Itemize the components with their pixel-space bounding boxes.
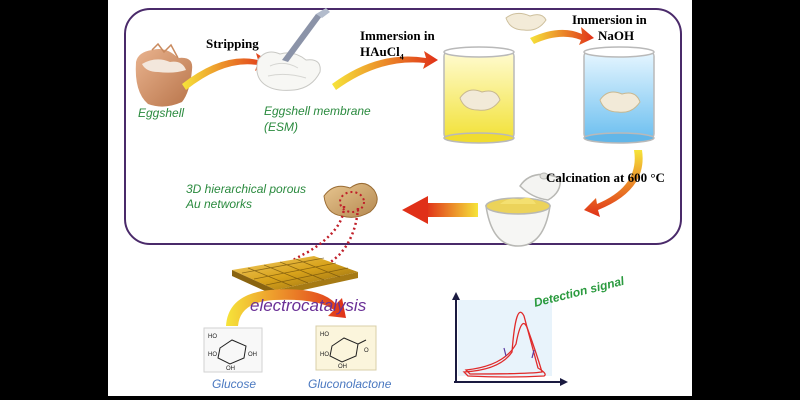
beaker-haucl4 — [443, 46, 515, 144]
label-glucose: Glucose — [212, 377, 257, 391]
label-esm-line1: Eggshell membrane — [264, 104, 371, 118]
diagram-graphics: HO HO OH OH HO HO O OH — [135, 8, 655, 386]
svg-text:OH: OH — [248, 352, 257, 358]
label-esm-line2: (ESM) — [264, 120, 298, 134]
glucose-structure: HO HO OH OH — [203, 327, 263, 373]
crucible-image — [485, 172, 561, 247]
svg-text:OH: OH — [226, 366, 235, 372]
beaker-naoh — [583, 46, 655, 144]
arrow-to-calcination — [584, 150, 643, 217]
svg-text:HO: HO — [320, 352, 329, 358]
cv-curve-1 — [462, 311, 546, 378]
bottom-bar — [0, 396, 800, 400]
process-frame — [124, 8, 682, 245]
cv-curve-2 — [464, 322, 543, 375]
arrow-stripping — [182, 53, 270, 90]
label-immersion-haucl4: Immersion in — [360, 28, 435, 43]
arrow-immersion-naoh — [530, 27, 594, 45]
reaction-arrow — [226, 289, 346, 326]
label-gluconolactone: Gluconolactone — [308, 377, 392, 391]
eggshell-image — [135, 42, 193, 107]
label-immersion-naoh: Immersion in — [572, 12, 647, 27]
zoom-dotted-lines — [275, 205, 360, 276]
svg-text:HO: HO — [208, 352, 217, 358]
label-calcination: Calcination at 600 °C — [546, 170, 665, 185]
gluconolactone-structure: HO HO O OH — [315, 325, 377, 371]
label-haucl4: HAuCl4 — [360, 44, 404, 62]
svg-text:HO: HO — [320, 332, 329, 338]
detection-plot — [452, 292, 568, 386]
svg-text:OH: OH — [338, 364, 347, 370]
label-electrocatalysis: electrocatalysis — [250, 296, 367, 315]
label-eggshell: Eggshell — [138, 106, 185, 120]
label-stripping: Stripping — [206, 36, 259, 51]
label-naoh: NaOH — [598, 28, 635, 43]
arrow-immersion-haucl4 — [332, 51, 438, 90]
esm-tweezers-image — [256, 8, 330, 91]
arrow-to-au-networks-head — [402, 196, 428, 224]
label-au-line1: 3D hierarchical porous — [186, 182, 307, 196]
label-au-line2: Au networks — [186, 197, 253, 211]
zoom-circle — [339, 191, 365, 213]
svg-text:HO: HO — [208, 334, 217, 340]
esm-piece-transfer — [505, 12, 547, 31]
arrow-to-au-networks-shaft — [426, 203, 478, 217]
diagram-canvas: HO HO OH OH HO HO O OH Stripping — [108, 0, 692, 396]
svg-text:O: O — [364, 348, 369, 354]
au-network-piece — [323, 183, 378, 218]
